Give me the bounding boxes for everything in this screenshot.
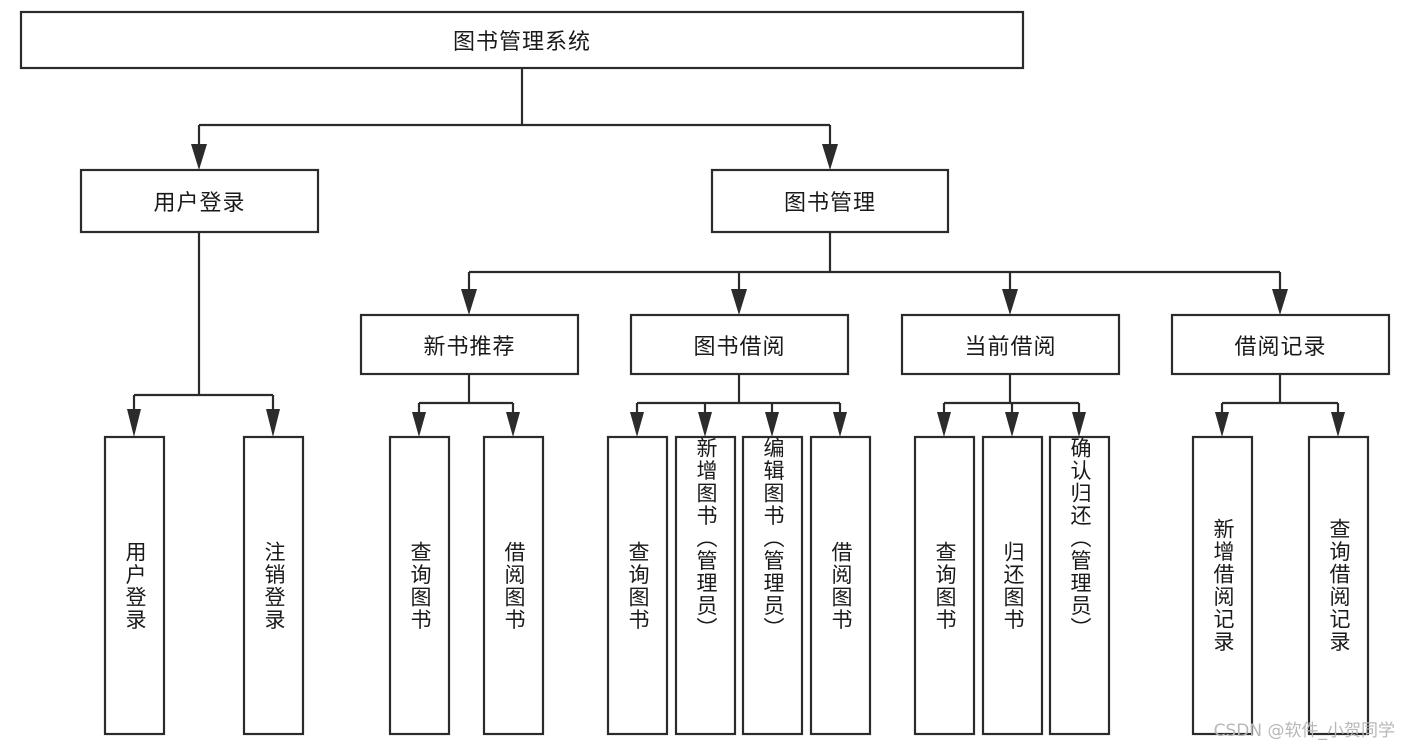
node-borrow-record-box[interactable] [1170, 313, 1391, 376]
arrow-to-current-borrow [1002, 289, 1018, 315]
arrow-to-nbr-leaf-2 [506, 412, 520, 437]
arrow-to-br-leaf-1 [1215, 412, 1229, 437]
arrow-to-book-borrow [731, 289, 747, 315]
arrow-to-new-book-recommend [461, 289, 477, 315]
node-book-manage-box[interactable] [710, 168, 950, 234]
arrow-to-bb-leaf-4 [833, 412, 847, 437]
arrow-to-bb-leaf-1 [630, 412, 644, 437]
leaf-box-bb-query-book[interactable] [606, 435, 669, 736]
leaf-box-nbr-borrow-book[interactable] [482, 435, 545, 736]
arrow-to-nbr-leaf-1 [412, 412, 426, 437]
leaf-box-bb-add-book[interactable] [674, 435, 737, 736]
leaf-box-br-query-record[interactable] [1307, 435, 1370, 736]
arrow-to-user-login [191, 144, 207, 170]
leaf-box-cb-confirm-return[interactable] [1048, 435, 1111, 736]
leaf-box-user-login[interactable] [103, 435, 166, 736]
arrow-to-bb-leaf-3 [765, 412, 779, 437]
leaf-box-cb-return-book[interactable] [981, 435, 1044, 736]
node-new-book-recommend-box[interactable] [359, 313, 580, 376]
leaf-box-nbr-query-book[interactable] [388, 435, 451, 736]
leaf-box-br-add-record[interactable] [1191, 435, 1254, 736]
leaf-box-logout[interactable] [242, 435, 305, 736]
node-root-box[interactable] [19, 10, 1025, 70]
arrow-to-leaf-user-login [127, 409, 141, 437]
arrow-to-borrow-record [1272, 289, 1288, 315]
leaf-box-cb-query-book[interactable] [913, 435, 976, 736]
arrow-to-br-leaf-2 [1331, 412, 1345, 437]
leaf-box-bb-borrow-book[interactable] [809, 435, 872, 736]
arrow-to-cb-leaf-2 [1005, 412, 1019, 437]
arrow-to-bb-leaf-2 [698, 412, 712, 437]
node-user-login-box[interactable] [79, 168, 320, 234]
arrow-to-leaf-logout [266, 409, 280, 437]
csdn-watermark: CSDN @软件_小贺同学 [1213, 721, 1395, 741]
arrow-to-cb-leaf-1 [937, 412, 951, 437]
node-book-borrow-box[interactable] [629, 313, 850, 376]
arrow-to-book-manage [822, 144, 838, 170]
arrow-to-cb-leaf-3 [1072, 412, 1086, 437]
leaf-box-bb-edit-book[interactable] [741, 435, 804, 736]
node-current-borrow-box[interactable] [900, 313, 1121, 376]
